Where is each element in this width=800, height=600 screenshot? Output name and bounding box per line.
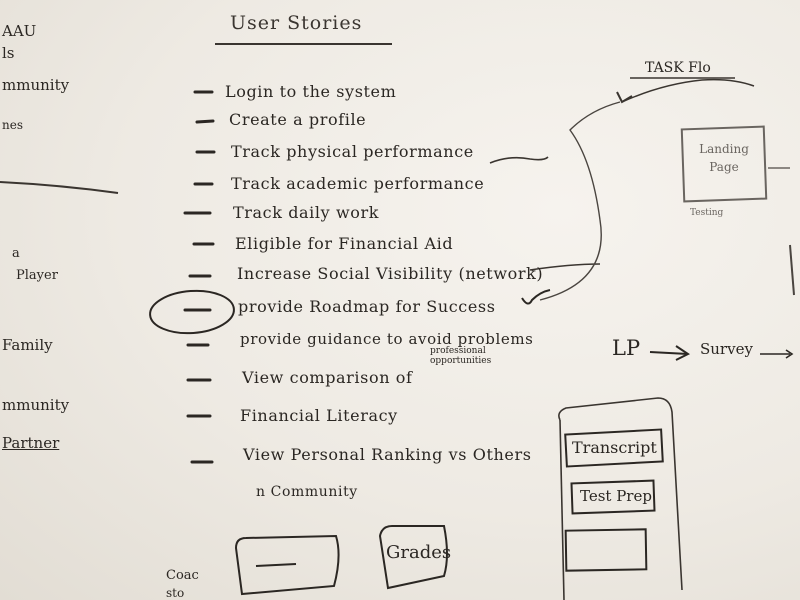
story-9: provide guidance to avoid problems xyxy=(240,330,534,348)
left-fragment-1: AAU xyxy=(2,22,37,40)
left-fragment-8: mmunity xyxy=(2,396,70,414)
story-5: Track daily work xyxy=(233,203,380,222)
landing-page-box-label: Landing Page xyxy=(699,142,749,174)
story-10: View comparison of xyxy=(242,368,413,387)
story-2: Create a profile xyxy=(229,110,367,129)
story-6: Eligible for Financial Aid xyxy=(235,234,454,253)
task-flow-title: TASK Flo xyxy=(645,60,711,76)
left-fragment-7: Family xyxy=(2,336,53,354)
bottom-left-fragment-2: sto xyxy=(166,586,185,600)
story-8: provide Roadmap for Success xyxy=(238,297,496,316)
left-fragment-2: ls xyxy=(2,44,15,62)
bottom-left-fragment-1: Coac xyxy=(166,568,199,583)
story-3: Track physical performance xyxy=(231,142,474,161)
left-fragment-5: a xyxy=(12,246,20,261)
story-1: Login to the system xyxy=(225,82,397,101)
story-12-cont: n Community xyxy=(256,484,358,500)
left-fragment-4: nes xyxy=(2,118,23,132)
left-fragment-9: Partner xyxy=(2,434,60,452)
story-4: Track academic performance xyxy=(231,174,485,193)
left-fragment-6: Player xyxy=(16,268,58,283)
wireframe-box-transcript: Transcript xyxy=(572,438,657,457)
story-11: Financial Literacy xyxy=(240,406,398,425)
wireframe-box-test-prep: Test Prep xyxy=(580,487,652,505)
story-10-note: professional opportunities xyxy=(430,346,492,366)
story-7: Increase Social Visibility (network) xyxy=(237,264,544,283)
survey-label: Survey xyxy=(700,340,753,358)
bottom-box-grades: Grades xyxy=(386,542,452,563)
left-fragment-3: mmunity xyxy=(2,76,70,94)
page-title: User Stories xyxy=(230,12,363,34)
story-12: View Personal Ranking vs Others xyxy=(243,445,532,464)
lp-label: LP xyxy=(612,336,641,360)
testing-label: Testing xyxy=(690,208,724,218)
